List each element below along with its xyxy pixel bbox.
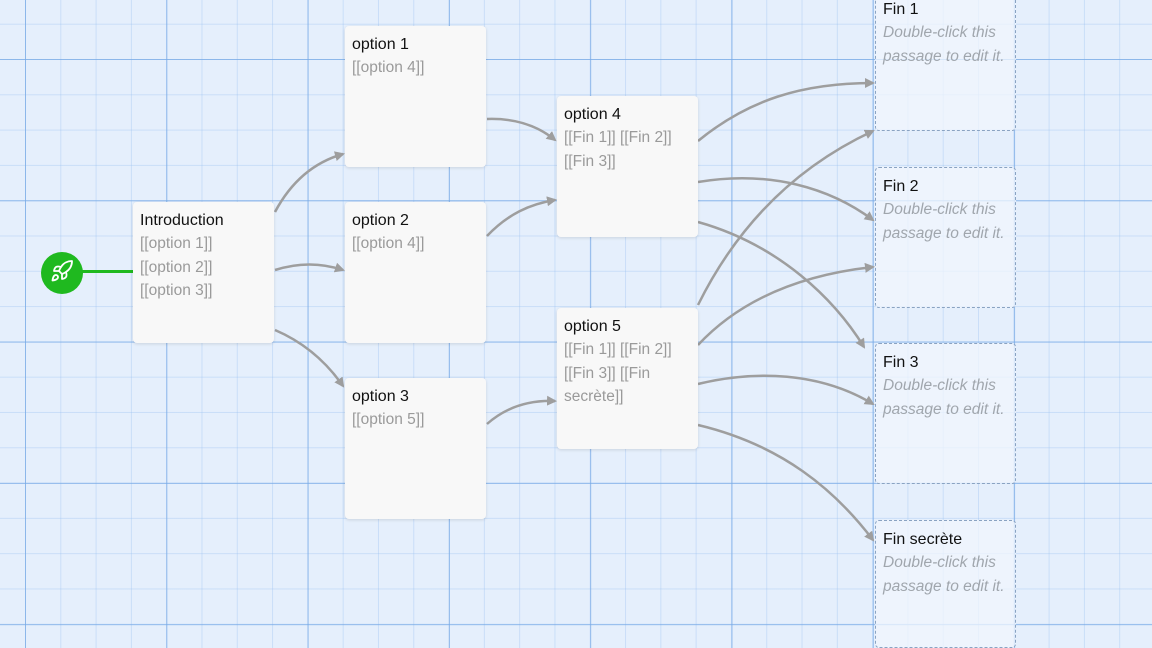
passage-excerpt: Double-click this passage to edit it. (883, 201, 1005, 242)
rocket-icon (50, 259, 74, 288)
passage-excerpt: [[Fin 1]] [[Fin 2]] [[Fin 3]] (564, 129, 672, 170)
passage-excerpt: [[Fin 1]] [[Fin 2]] [[Fin 3]] [[Fin secr… (564, 341, 672, 405)
passage-title: option 4 (564, 106, 621, 123)
passage-excerpt: [[option 5]] (352, 411, 425, 428)
start-connector (82, 270, 134, 273)
passage-option-3[interactable]: option 3 [[option 5]] (345, 378, 486, 519)
passage-fin-2[interactable]: Fin 2 Double-click this passage to edit … (875, 167, 1016, 308)
passage-excerpt: [[option 4]] (352, 235, 425, 252)
link-introduction-option-2 (274, 262, 345, 273)
passage-excerpt: Double-click this passage to edit it. (883, 554, 1005, 595)
passage-excerpt: [[option 1]] [[option 2]] [[option 3]] (140, 235, 213, 299)
link-option-5-fin-3 (697, 374, 875, 406)
passage-option-1[interactable]: option 1 [[option 4]] (345, 26, 486, 167)
link-option-4-fin-3 (697, 220, 866, 349)
passage-title: Fin 3 (883, 354, 919, 371)
passage-option-2[interactable]: option 2 [[option 4]] (345, 202, 486, 343)
passage-title: option 1 (352, 36, 409, 53)
passage-fin-3[interactable]: Fin 3 Double-click this passage to edit … (875, 343, 1016, 484)
passage-excerpt: Double-click this passage to edit it. (883, 24, 1005, 65)
start-passage-marker[interactable] (41, 252, 83, 294)
link-option-5-fin-1 (696, 129, 875, 306)
passage-title: option 5 (564, 318, 621, 335)
link-introduction-option-1 (273, 151, 345, 213)
link-option-4-fin-1 (697, 78, 875, 142)
link-option-5-fin-2 (697, 262, 875, 346)
link-option-4-fin-2 (697, 177, 875, 222)
passage-title: option 2 (352, 212, 409, 229)
passage-title: option 3 (352, 388, 409, 405)
passage-introduction[interactable]: Introduction [[option 1]] [[option 2]] [… (133, 202, 274, 343)
passage-fin-secrete[interactable]: Fin secrète Double-click this passage to… (875, 520, 1016, 648)
link-option-1-option-4 (486, 117, 557, 142)
passage-excerpt: [[option 4]] (352, 59, 425, 76)
passage-option-4[interactable]: option 4 [[Fin 1]] [[Fin 2]] [[Fin 3]] (557, 96, 698, 237)
link-option-3-option-5 (486, 395, 557, 425)
link-option-5-fin-secrete (697, 423, 875, 542)
link-option-2-option-4 (486, 196, 557, 237)
passage-title: Fin 2 (883, 178, 919, 195)
passage-title: Introduction (140, 212, 224, 229)
passage-fin-1[interactable]: Fin 1 Double-click this passage to edit … (875, 0, 1016, 131)
passage-excerpt: Double-click this passage to edit it. (883, 377, 1005, 418)
passage-title: Fin secrète (883, 531, 963, 548)
link-introduction-option-3 (274, 328, 345, 388)
passage-title: Fin 1 (883, 1, 919, 18)
passage-option-5[interactable]: option 5 [[Fin 1]] [[Fin 2]] [[Fin 3]] [… (557, 308, 698, 449)
